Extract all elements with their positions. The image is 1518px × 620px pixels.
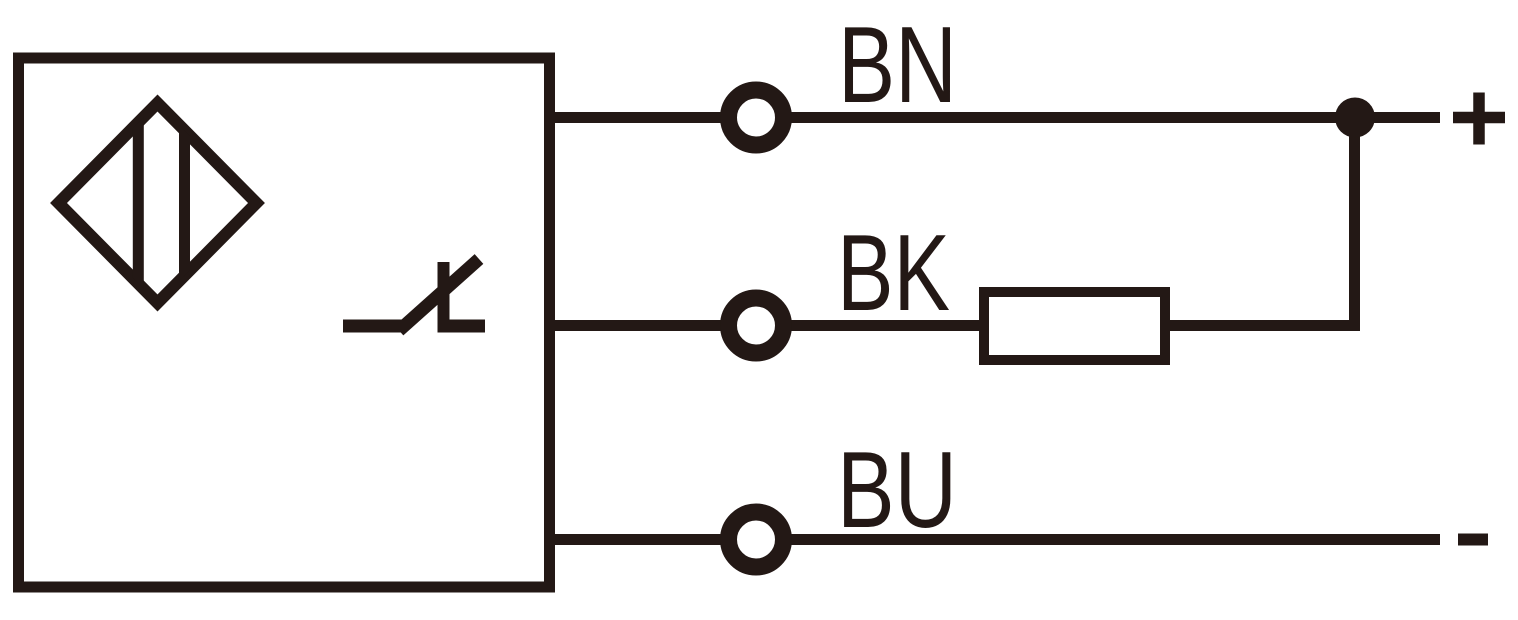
junction-dot — [1335, 97, 1375, 138]
diamond-outline — [50, 94, 265, 312]
wire-label-bu: BU — [837, 429, 957, 551]
load-resistor — [979, 287, 1170, 365]
wire-label-bn: BN — [838, 4, 957, 126]
no-contact-switch-icon — [343, 254, 485, 336]
wire-bk — [554, 117, 1360, 331]
plus-symbol — [1453, 92, 1505, 145]
switch-blade — [394, 254, 484, 336]
terminal-ring-bu — [720, 503, 792, 576]
inductive-sensor-icon — [50, 94, 265, 312]
wire-label-bk: BK — [837, 212, 950, 334]
terminal-ring-bn — [720, 81, 792, 154]
terminal-ring-bk — [720, 289, 792, 362]
